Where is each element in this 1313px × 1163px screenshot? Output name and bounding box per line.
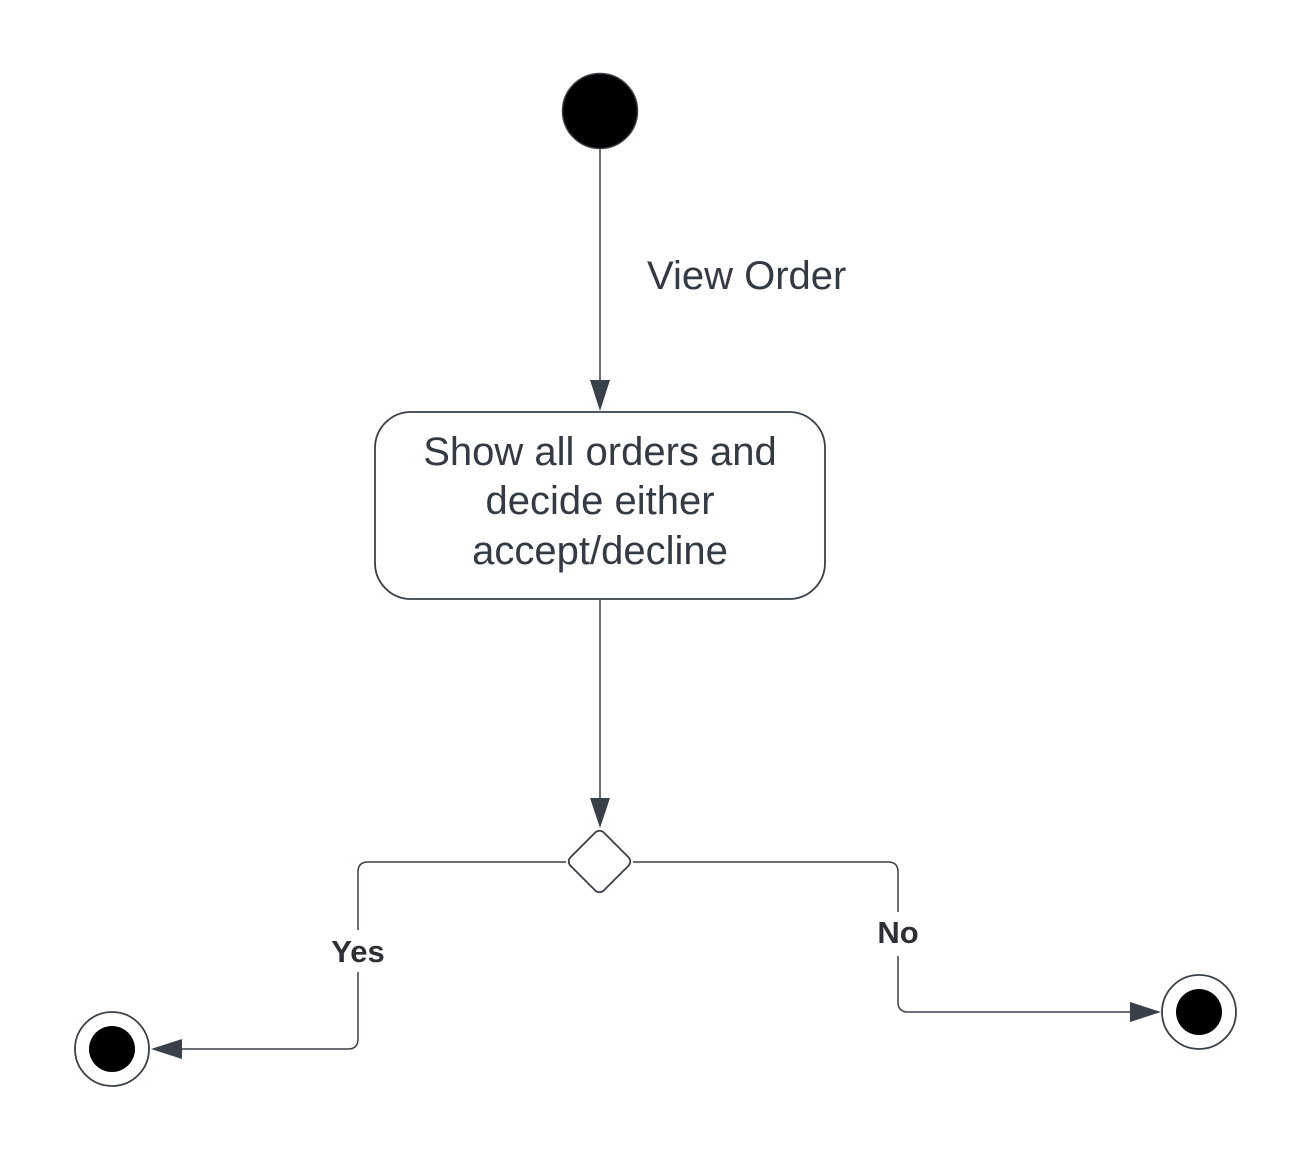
- edge-start-to-action: [590, 149, 610, 411]
- flow-label-view-order: View Order: [647, 254, 846, 298]
- arrow-head: [590, 798, 610, 828]
- final-node-yes[interactable]: [74, 1011, 150, 1087]
- arrow-head: [151, 1039, 182, 1059]
- arrow-head: [1130, 1002, 1161, 1022]
- action-label-line-3: accept/decline: [472, 529, 728, 573]
- no-label-background: [872, 912, 924, 956]
- edge-action-to-decision: [590, 600, 610, 828]
- action-label-line-2: decide either: [485, 479, 714, 523]
- guard-label-yes: Yes: [331, 934, 384, 969]
- guard-label-no: No: [877, 915, 918, 950]
- decision-node[interactable]: [566, 828, 632, 894]
- yes-label-background: [326, 930, 390, 972]
- initial-node[interactable]: [561, 72, 639, 150]
- arrow-head: [590, 380, 610, 411]
- final-node-no[interactable]: [1161, 974, 1237, 1050]
- action-label-line-1: Show all orders and: [423, 430, 777, 474]
- action-node[interactable]: Show all orders and decide either accept…: [374, 411, 826, 600]
